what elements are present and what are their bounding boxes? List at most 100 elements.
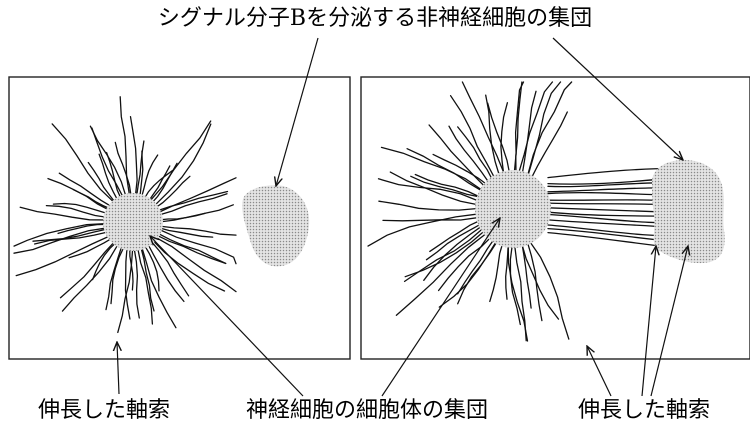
axon-line — [158, 212, 206, 221]
axon-line — [91, 127, 125, 199]
axon-line — [124, 246, 131, 320]
title-label: シグナル分子Bを分泌する非神経細胞の集団 — [157, 6, 593, 31]
axon-line — [140, 154, 159, 199]
axon-line — [135, 140, 145, 197]
title-arrow-left — [276, 37, 319, 186]
axon-line — [52, 202, 109, 215]
axon-line — [156, 177, 237, 214]
axon-line — [13, 222, 108, 247]
axon-line — [377, 178, 481, 203]
right-axon-arrow-2 — [641, 246, 656, 397]
axon-line — [437, 235, 493, 292]
axon-line — [136, 246, 154, 325]
axon-line — [72, 188, 112, 210]
axon-line — [155, 190, 229, 212]
right-soma-cluster — [475, 170, 551, 248]
axon-line — [380, 146, 485, 193]
right-axon-arrow-1 — [587, 346, 612, 397]
left-panel-frame — [8, 76, 351, 360]
axon-line — [527, 238, 570, 340]
axon-line — [146, 242, 185, 303]
axon-line — [526, 81, 562, 179]
axon-line — [87, 161, 117, 204]
axon-line — [153, 236, 237, 293]
axon-line — [154, 175, 191, 209]
axon-line — [509, 242, 521, 326]
axon-line — [156, 232, 227, 265]
axon-line — [110, 245, 125, 305]
axon-line — [367, 213, 480, 247]
axon-line — [449, 95, 497, 181]
axon-line — [395, 231, 489, 316]
axon-line — [89, 125, 127, 198]
axon-line — [140, 245, 177, 329]
axon-line — [521, 241, 532, 309]
axon-line — [114, 141, 132, 197]
axon-line — [140, 246, 155, 312]
right-axon-label: 伸長した軸索 — [578, 398, 711, 423]
axon-line — [438, 238, 499, 308]
axon-line — [148, 120, 212, 203]
axon-line — [105, 151, 122, 200]
right-nonneuronal-cluster — [652, 160, 725, 264]
axon-line — [414, 173, 482, 199]
right-panel-frame — [360, 76, 750, 360]
axon-line — [147, 165, 171, 202]
axon-line — [143, 169, 174, 200]
axon-line — [32, 228, 109, 242]
axon-line — [117, 247, 134, 334]
left-soma-cluster — [103, 193, 163, 251]
axon-line — [158, 225, 237, 236]
axon-line — [410, 175, 482, 198]
axon-line — [157, 193, 228, 216]
axon-line — [489, 240, 504, 303]
axon-line — [521, 90, 537, 177]
axon-line — [487, 102, 511, 176]
left-axon-arrow — [117, 342, 119, 395]
left-axon-label: 伸長した軸索 — [38, 398, 171, 423]
axon-line — [91, 241, 118, 281]
axon-line — [517, 81, 554, 177]
axon-line — [59, 240, 116, 299]
axon-line — [428, 124, 487, 189]
axon-line — [105, 244, 123, 311]
axon-line — [448, 125, 491, 185]
soma-label: 神経細胞の細胞体の集団 — [246, 398, 489, 423]
title-arrow-right — [552, 37, 683, 160]
left-nonneuronal-cluster — [242, 185, 310, 267]
axon-line — [139, 150, 144, 198]
axon-line — [529, 111, 568, 181]
axon-line — [33, 231, 110, 245]
axon-line — [485, 94, 501, 179]
axon-line — [129, 116, 138, 197]
soma-arrow-right — [381, 218, 500, 397]
axon-line — [526, 239, 543, 322]
axon-line — [45, 204, 109, 219]
right-axons — [367, 81, 704, 342]
axon-line — [500, 102, 509, 177]
axon-line — [505, 242, 509, 300]
axon-line — [151, 239, 226, 292]
axon-line — [461, 81, 506, 177]
axon-line — [157, 226, 214, 238]
axon-line — [13, 227, 109, 254]
axon-line — [150, 162, 178, 205]
axon-line — [457, 237, 496, 295]
axon-line — [429, 219, 482, 253]
axon-line — [153, 123, 212, 207]
axon-line — [515, 81, 523, 176]
left-axons — [13, 96, 237, 334]
axon-line — [68, 237, 114, 259]
soma-arrow-left — [150, 236, 304, 397]
axon-line — [51, 123, 116, 204]
axon-line — [507, 242, 529, 342]
axon-line — [425, 222, 483, 261]
axon-line — [423, 224, 484, 281]
axon-line — [403, 226, 485, 283]
axon-line — [389, 171, 480, 206]
axon-line — [143, 244, 160, 292]
axon-line — [432, 153, 490, 187]
right-axon-arrow-3 — [650, 246, 688, 397]
axon-line — [150, 240, 190, 297]
